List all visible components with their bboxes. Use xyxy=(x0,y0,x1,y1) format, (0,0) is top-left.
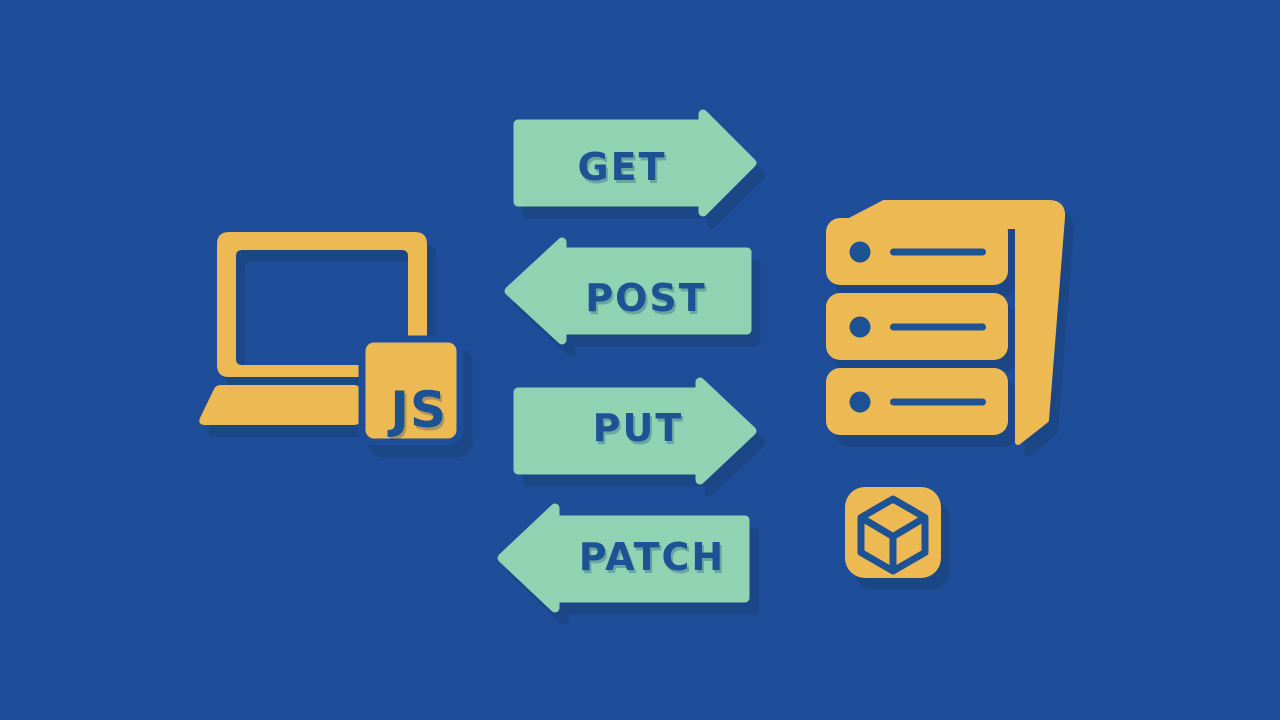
arrow-put-label: PUT xyxy=(593,406,684,450)
server-led-icon xyxy=(849,391,871,413)
arrow-get-label: GET xyxy=(577,145,666,189)
server-side-panel xyxy=(837,200,1066,445)
arrow-put: PUT xyxy=(513,377,757,485)
arrow-patch: PATCH xyxy=(497,503,750,613)
server-led-icon xyxy=(849,316,871,338)
js-badge-label: JS xyxy=(387,381,447,439)
arrow-get: GET xyxy=(513,109,757,217)
server-slot-line xyxy=(890,398,986,406)
js-badge-background xyxy=(358,335,464,446)
left-arrow-shape xyxy=(504,237,752,345)
server-led-icon xyxy=(849,241,871,263)
laptop-screen xyxy=(217,232,427,377)
server-slot-line xyxy=(890,323,986,331)
js-badge: JS xyxy=(358,335,464,446)
arrow-post-label: POST xyxy=(585,276,706,320)
laptop-base xyxy=(199,385,360,425)
arrow-post: POST xyxy=(504,237,752,345)
server-slot-line xyxy=(890,248,986,256)
right-arrow-shape xyxy=(513,377,757,485)
arrow-patch-label: PATCH xyxy=(579,535,725,579)
server-rack-icon xyxy=(826,200,1066,445)
cube-package-icon xyxy=(857,495,929,575)
laptop-icon xyxy=(199,232,427,425)
right-arrow-shape xyxy=(513,109,757,217)
package-badge xyxy=(845,487,941,578)
left-arrow-shape xyxy=(497,503,750,613)
